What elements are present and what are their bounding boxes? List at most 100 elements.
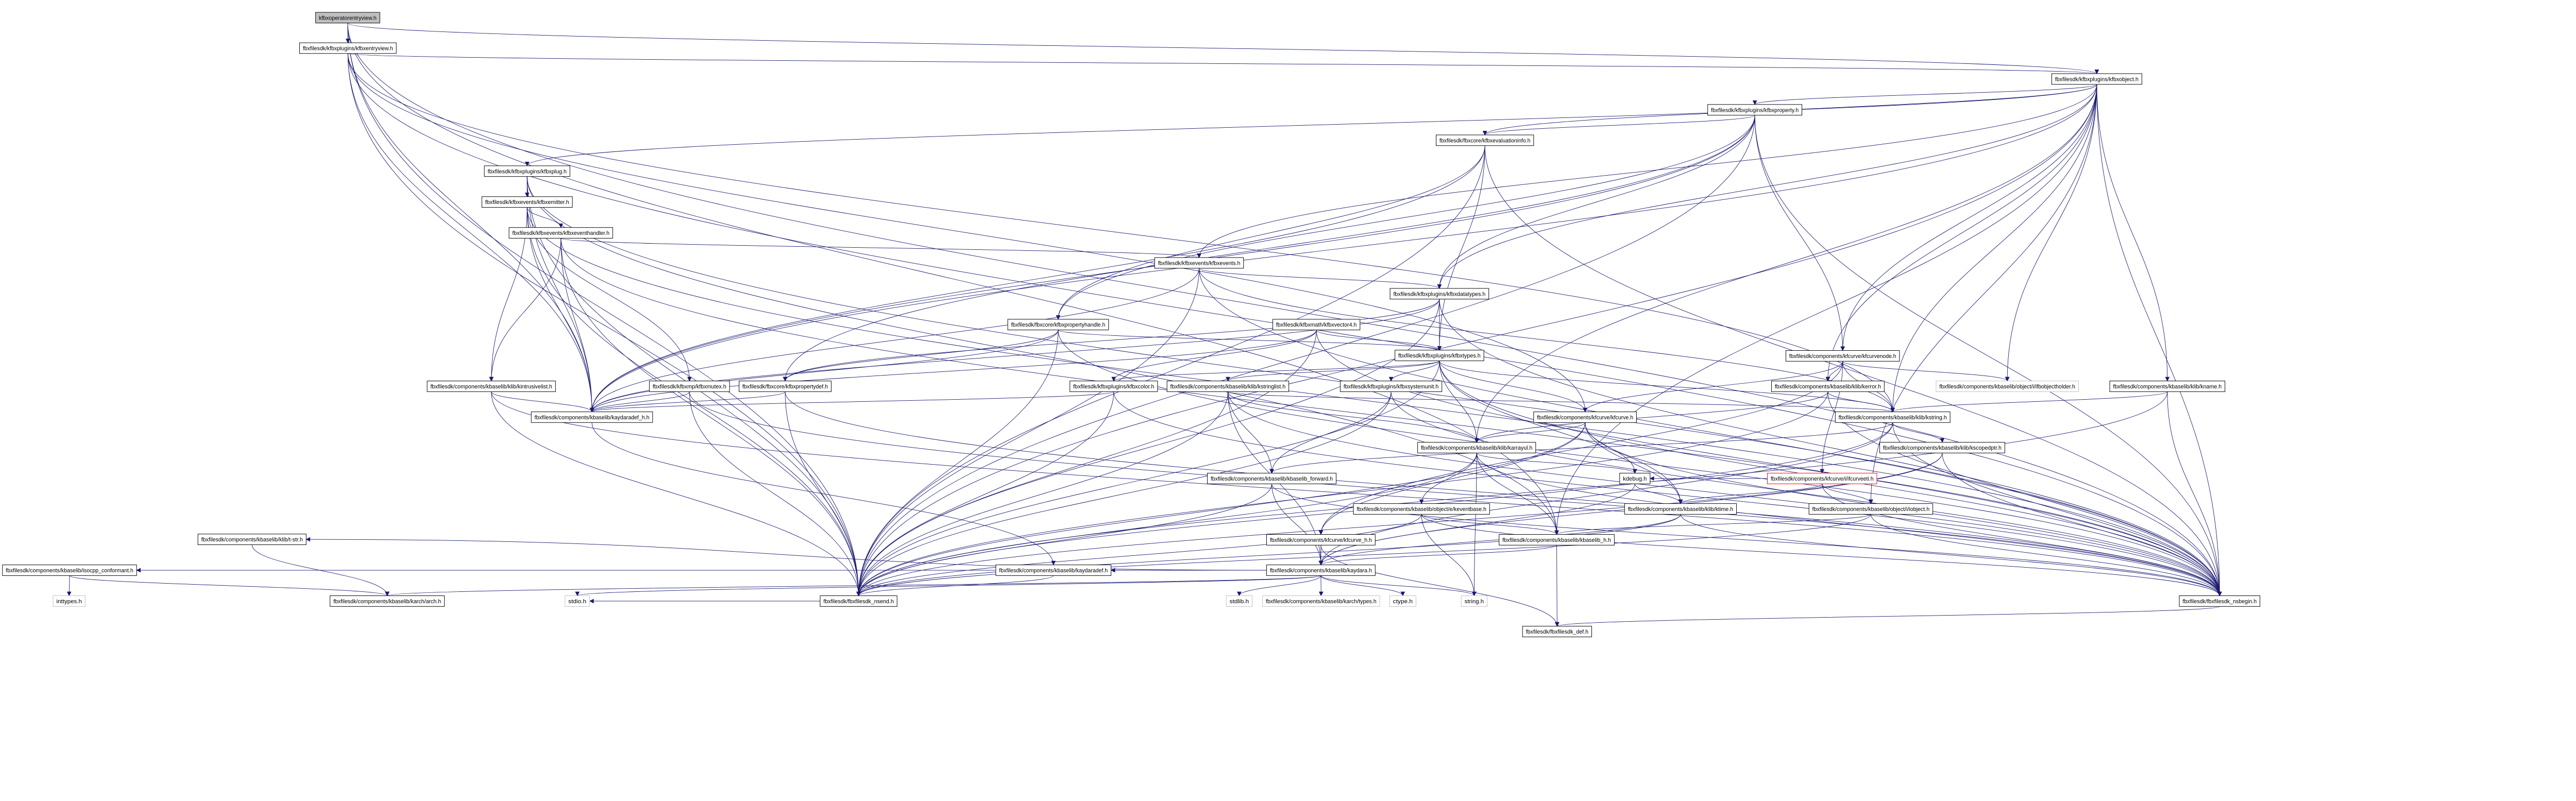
node-kdebug[interactable]: kdebug.h — [1619, 473, 1651, 484]
node-property[interactable]: fbxfilesdk/kfbxplugins/kfbxproperty.h — [1707, 104, 1803, 116]
node-def[interactable]: fbxfilesdk/fbxfilesdk_def.h — [1522, 626, 1592, 637]
edge-mutex-to-kaydaradef_h — [589, 391, 690, 413]
node-ktime[interactable]: fbxfilesdk/components/kbaselib/klib/ktim… — [1624, 503, 1737, 515]
node-box — [1936, 381, 2079, 392]
node-box — [330, 595, 445, 607]
edge-kerror-to-nsbegin — [1827, 391, 2222, 597]
node-karrayul[interactable]: fbxfilesdk/components/kbaselib/klib/karr… — [1417, 442, 1536, 453]
node-box — [1499, 534, 1615, 546]
node-kaydaradef_h[interactable]: fbxfilesdk/components/kbaselib/kaydarade… — [531, 412, 653, 423]
node-datatypes[interactable]: fbxfilesdk/kfbxplugins/kfbxdatatypes.h — [1389, 288, 1489, 300]
edge-propertyhandle-to-propertydef — [783, 330, 1059, 382]
edge-ktime-to-nsend — [856, 514, 1681, 597]
edge-datatypes-to-propertydef — [783, 299, 1440, 382]
node-kaydaradef[interactable]: fbxfilesdk/components/kbaselib/kaydarade… — [995, 565, 1112, 576]
edge-kerror-to-kstring — [1827, 391, 1895, 413]
node-label: fbxfilesdk/kfbxplugins/kfbxsystemunit.h — [1344, 384, 1439, 390]
edge-karrayul-to-kdebug — [1476, 452, 1637, 474]
edge-ktime-to-nsbegin — [1680, 514, 2222, 597]
edge-karrayul-to-kbaselib_h — [1476, 453, 1559, 535]
edge-entryview-to-nsend — [347, 53, 861, 597]
node-box — [1272, 319, 1361, 331]
node-plug[interactable]: fbxfilesdk/kfbxplugins/kfbxplug.h — [484, 165, 570, 177]
node-kfcurve_h[interactable]: fbxfilesdk/components/kfcurve/kfcurve_h.… — [1266, 534, 1376, 546]
node-label: fbxfilesdk/fbxfilesdk_def.h — [1526, 629, 1588, 635]
node-box — [531, 412, 653, 423]
node-label: stdlib.h — [1230, 599, 1249, 605]
edge-object-to-kname — [2096, 84, 2170, 382]
node-box — [1771, 381, 1885, 392]
edge-kaydara-to-arch — [385, 575, 1321, 597]
node-types[interactable]: fbxfilesdk/kfbxplugins/kfbxtypes.h — [1395, 350, 1484, 361]
edge-emitter-to-eventhandler — [527, 207, 564, 228]
edge-kstring-to-kscopedptr — [1892, 422, 1945, 443]
edge-iobject-to-kbaselib_h — [1554, 514, 1871, 535]
node-propertydef[interactable]: fbxfilesdk/fbxcore/kfbxpropertydef.h — [739, 381, 832, 392]
node-emitter[interactable]: fbxfilesdk/kfbxevents/kfbxemitter.h — [481, 196, 573, 208]
edge-stringlist-to-nsbegin — [1227, 391, 2222, 597]
edge-kfcurvenode-to-kerror — [1825, 361, 1843, 382]
node-box — [1207, 473, 1336, 484]
node-box — [1266, 534, 1376, 546]
node-kerror[interactable]: fbxfilesdk/components/kbaselib/klib/kerr… — [1771, 381, 1885, 392]
node-box — [1070, 381, 1158, 392]
edge-propertydef-to-kaydaradef_h — [589, 391, 786, 413]
edge-karrayul-to-string — [1471, 453, 1477, 597]
node-keventbase[interactable]: fbxfilesdk/components/kbaselib/object/e/… — [1353, 503, 1490, 515]
node-nsend[interactable]: fbxfilesdk/fbxfilesdk_nsend.h — [820, 595, 897, 607]
node-label: fbxfilesdk/components/kbaselib/klib/kstr… — [1171, 384, 1286, 390]
node-box — [1340, 381, 1443, 392]
node-tstr[interactable]: fbxfilesdk/components/kbaselib/klib/t-st… — [197, 534, 307, 545]
node-isocpp[interactable]: fbxfilesdk/components/kbaselib/isocpp_co… — [2, 565, 137, 576]
node-label: fbxfilesdk/fbxcore/kfbxevaluationinfo.h — [1439, 138, 1531, 144]
node-box — [1707, 104, 1803, 116]
node-color[interactable]: fbxfilesdk/kfbxplugins/kfbxcolor.h — [1070, 381, 1158, 392]
node-label: fbxfilesdk/components/kbaselib/karch/arc… — [333, 599, 441, 605]
node-box — [315, 12, 380, 24]
edge-evalinfo-to-nsbegin — [1484, 145, 2222, 597]
node-arch[interactable]: fbxfilesdk/components/kbaselib/karch/arc… — [330, 595, 445, 607]
node-label: fbxfilesdk/components/kbaselib/klib/t-st… — [201, 537, 303, 543]
node-kscopedptr[interactable]: fbxfilesdk/components/kbaselib/klib/ksco… — [1879, 442, 2005, 453]
node-box — [1619, 473, 1651, 484]
node-kfcurve[interactable]: fbxfilesdk/components/kfcurve/kfcurve.h — [1533, 412, 1637, 423]
node-kbaselib_h[interactable]: fbxfilesdk/components/kbaselib/kbaselib_… — [1499, 534, 1615, 546]
node-vector4[interactable]: fbxfilesdk/kfbxmath/kfbxvector4.h — [1272, 319, 1361, 331]
node-root: kfbxoperatorentryview.h — [315, 12, 380, 24]
node-nsbegin[interactable]: fbxfilesdk/fbxfilesdk_nsbegin.h — [2179, 595, 2261, 607]
node-label: fbxfilesdk/fbxcore/kfbxpropertydef.h — [742, 384, 828, 390]
node-kstring[interactable]: fbxfilesdk/components/kbaselib/klib/kstr… — [1835, 412, 1951, 423]
node-entryview[interactable]: fbxfilesdk/kfbxplugins/kfbxentryview.h — [299, 42, 397, 54]
node-kfcurvenode[interactable]: fbxfilesdk/components/kfcurve/kfcurvenod… — [1785, 350, 1900, 362]
node-mutex[interactable]: fbxfilesdk/kfbxmp/kfbxmutex.h — [649, 381, 730, 392]
edge-kfcurve-to-ktime — [1585, 422, 1683, 504]
node-intrusivelist[interactable]: fbxfilesdk/components/kbaselib/klib/kint… — [427, 381, 556, 392]
node-kname[interactable]: fbxfilesdk/components/kbaselib/klib/knam… — [2109, 381, 2226, 392]
edge-events-to-datatypes — [1199, 268, 1442, 289]
node-box — [995, 565, 1112, 576]
node-systemunit[interactable]: fbxfilesdk/kfbxplugins/kfbxsystemunit.h — [1340, 381, 1443, 392]
node-ifcurveeti[interactable]: fbxfilesdk/components/kfcurve/i/ifcurvee… — [1767, 473, 1877, 484]
node-kbaselib_forward[interactable]: fbxfilesdk/components/kbaselib/kbaselib_… — [1207, 473, 1336, 484]
node-label: fbxfilesdk/components/kbaselib/klib/kerr… — [1775, 384, 1881, 390]
node-kaydara[interactable]: fbxfilesdk/components/kbaselib/kaydara.h — [1266, 565, 1376, 576]
node-evalinfo[interactable]: fbxfilesdk/fbxcore/kfbxevaluationinfo.h — [1436, 134, 1534, 146]
node-stdlib: stdlib.h — [1226, 595, 1252, 607]
node-label: fbxfilesdk/components/kbaselib/kbaselib_… — [1211, 476, 1333, 482]
node-propertyhandle[interactable]: fbxfilesdk/fbxcore/kfbxpropertyhandle.h — [1007, 319, 1109, 331]
node-box — [1417, 442, 1536, 453]
node-label: fbxfilesdk/fbxcore/kfbxpropertyhandle.h — [1011, 322, 1105, 328]
node-events[interactable]: fbxfilesdk/kfbxevents/kfbxevents.h — [1154, 257, 1244, 269]
node-object[interactable]: fbxfilesdk/kfbxplugins/kfbxobject.h — [2051, 73, 2142, 85]
node-box — [1785, 350, 1900, 362]
edge-eventhandler-to-nsend — [561, 238, 861, 597]
node-stringlist[interactable]: fbxfilesdk/components/kbaselib/klib/kstr… — [1166, 381, 1290, 392]
edge-object-to-nsbegin — [2096, 84, 2222, 597]
node-iobject[interactable]: fbxfilesdk/components/kbaselib/object/i/… — [1808, 503, 1934, 515]
edge-object-to-kaydaradef_h — [589, 84, 2097, 413]
node-eventhandler[interactable]: fbxfilesdk/kfbxevents/kfbxeventhandler.h — [509, 227, 613, 238]
node-box — [1389, 595, 1416, 607]
edge-emitter-to-nsbegin — [527, 207, 2222, 597]
node-label: fbxfilesdk/fbxfilesdk_nsbegin.h — [2182, 599, 2257, 605]
edge-object-to-datatypes — [1437, 84, 2097, 289]
